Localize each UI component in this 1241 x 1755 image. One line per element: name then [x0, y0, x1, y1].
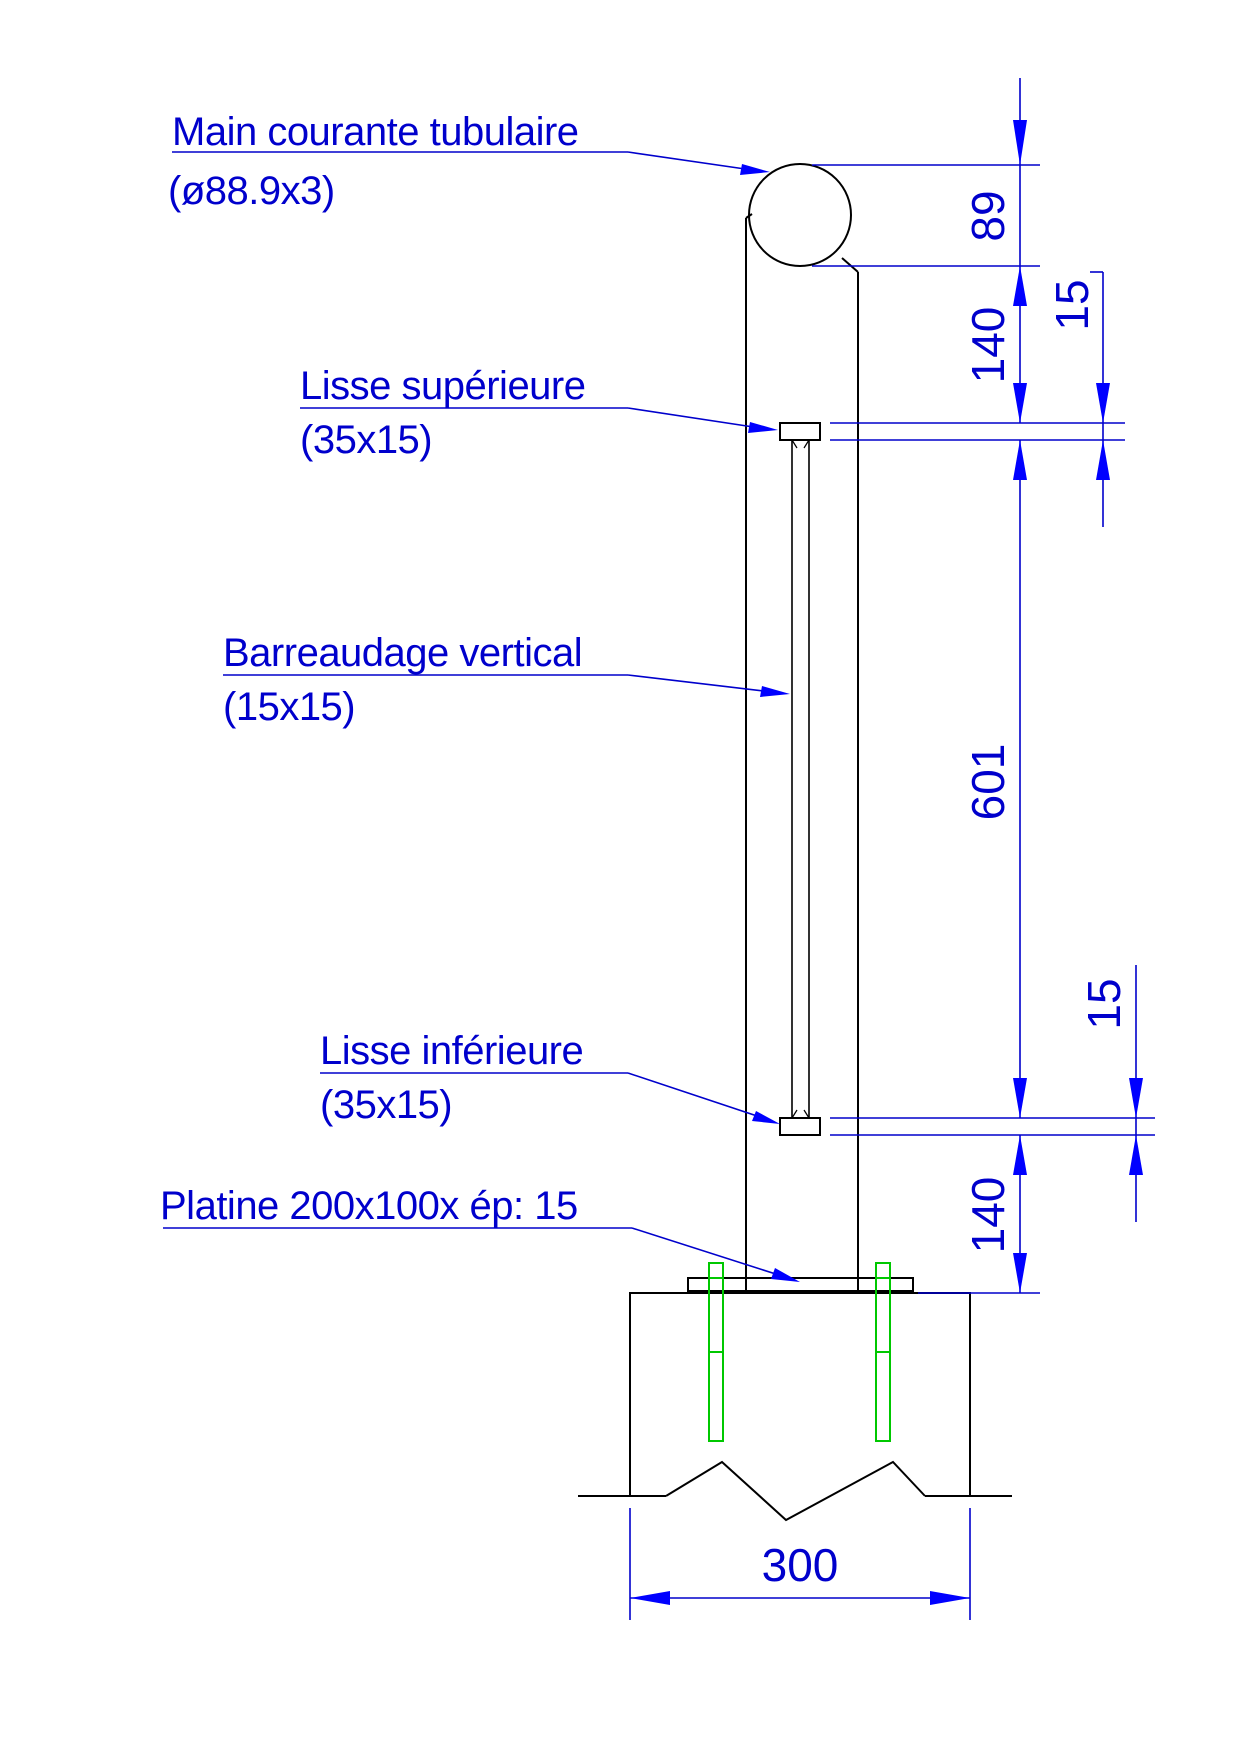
post-outline	[745, 213, 859, 1290]
concrete-footing	[578, 1292, 1012, 1522]
balusters-label: Barreaudage vertical	[223, 631, 582, 675]
bottom-rail-spec: (35x15)	[320, 1083, 452, 1127]
top-rail	[779, 422, 821, 441]
dim-upper-gap: 140	[962, 307, 1014, 384]
bottom-rail	[779, 1117, 821, 1136]
dim-top-rail-thickness: 15	[1046, 279, 1098, 330]
dimension-line-main	[1013, 78, 1027, 1293]
bottom-rail-label: Lisse inférieure	[320, 1029, 583, 1073]
handrail-spec: (ø88.9x3)	[168, 169, 335, 213]
anchor-bolt-right	[875, 1262, 891, 1442]
leader-bottom-rail	[320, 1072, 780, 1124]
leader-top-rail	[300, 407, 778, 433]
dim-bottom-rail-thickness: 15	[1078, 978, 1130, 1029]
handrail-label: Main courante tubulaire	[172, 110, 579, 154]
leader-base-plate	[163, 1227, 800, 1282]
baluster	[791, 439, 810, 1119]
dim-baluster-span: 601	[962, 744, 1014, 821]
dim-handrail-height: 89	[962, 190, 1014, 241]
anchor-bolt-left	[708, 1262, 724, 1442]
balusters-spec: (15x15)	[223, 685, 355, 729]
dimension-line-footing	[629, 1508, 971, 1620]
handrail-tube	[748, 163, 852, 267]
top-rail-label: Lisse supérieure	[300, 364, 586, 408]
dim-footing-width: 300	[762, 1539, 839, 1591]
dimension-line-top-rail	[1090, 271, 1110, 527]
dimension-line-bottom-rail	[1129, 965, 1143, 1222]
dim-lower-gap: 140	[962, 1177, 1014, 1254]
leader-balusters	[223, 674, 790, 697]
top-rail-spec: (35x15)	[300, 418, 432, 462]
base-plate-label: Platine 200x100x ép: 15	[160, 1184, 578, 1228]
leader-handrail	[172, 151, 770, 175]
base-plate	[687, 1277, 914, 1292]
